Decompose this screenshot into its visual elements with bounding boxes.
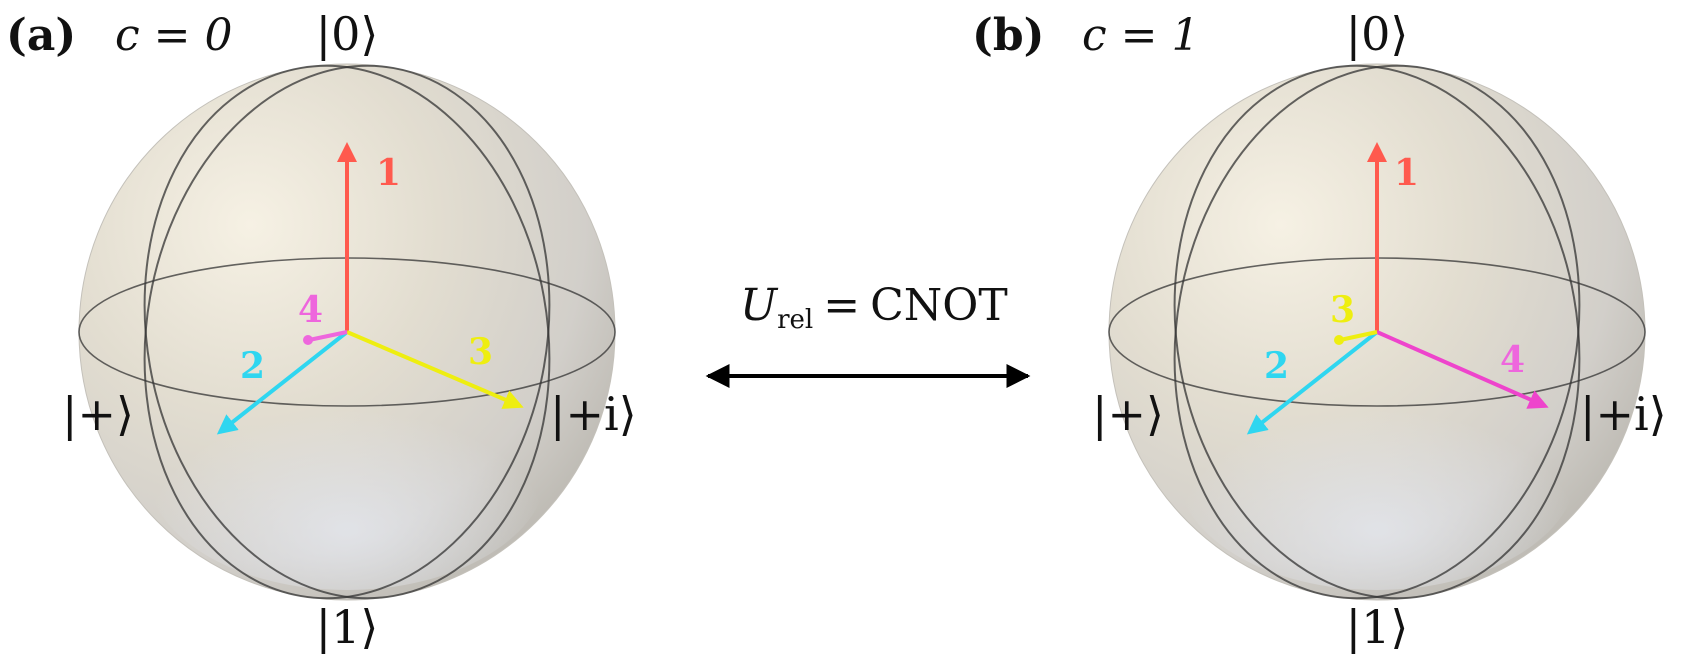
vector-2-b bbox=[1246, 330, 1379, 435]
vector-label-2-b: 2 bbox=[1264, 345, 1289, 387]
panel-a: 1 2 3 4 |0⟩ |1⟩ |+⟩ |+i⟩ (a) c = 0 bbox=[6, 7, 637, 654]
vector-label-4-a: 4 bbox=[298, 289, 323, 331]
vector-label-3-b: 3 bbox=[1330, 289, 1355, 331]
relation-sub: rel bbox=[777, 305, 813, 335]
relation-equals: = bbox=[823, 280, 860, 331]
meridian-a2 bbox=[143, 64, 551, 600]
c-label-a: c = 0 bbox=[115, 10, 232, 61]
relation-u: U bbox=[740, 280, 779, 331]
relation-rhs: CNOT bbox=[870, 280, 1008, 331]
ket-left-a: |+⟩ bbox=[62, 387, 134, 441]
meridian-b2 bbox=[1173, 64, 1581, 600]
vector-3-b-tip bbox=[1334, 335, 1344, 345]
vector-3-a bbox=[346, 330, 524, 409]
vector-label-1-a: 1 bbox=[376, 152, 401, 194]
panel-tag-b: (b) bbox=[972, 10, 1044, 61]
vector-4-b bbox=[1376, 330, 1549, 409]
vector-label-4-b: 4 bbox=[1500, 339, 1525, 381]
ket-top-a: |0⟩ bbox=[316, 7, 379, 61]
ket-left-b: |+⟩ bbox=[1092, 387, 1164, 441]
ket-bottom-a: |1⟩ bbox=[316, 600, 379, 654]
panel-b: 1 2 3 4 |0⟩ |1⟩ |+⟩ |+i⟩ (b) c = 1 bbox=[972, 7, 1667, 654]
ket-bottom-b: |1⟩ bbox=[1346, 600, 1409, 654]
relation: Urel =CNOT bbox=[705, 280, 1031, 388]
vector-label-1-b: 1 bbox=[1394, 152, 1419, 194]
vector-2-a bbox=[216, 330, 349, 435]
ket-right-a: |+i⟩ bbox=[550, 387, 637, 441]
relation-equation: Urel =CNOT bbox=[740, 280, 1008, 335]
ket-right-b: |+i⟩ bbox=[1580, 387, 1667, 441]
meridian-b1 bbox=[1173, 64, 1581, 600]
meridian-a1 bbox=[143, 64, 551, 600]
vector-4-a bbox=[308, 330, 348, 342]
ket-top-b: |0⟩ bbox=[1346, 7, 1409, 61]
c-label-b: c = 1 bbox=[1082, 10, 1199, 61]
vector-label-3-a: 3 bbox=[468, 331, 493, 373]
vector-4-a-tip bbox=[303, 335, 313, 345]
vector-label-2-a: 2 bbox=[240, 345, 265, 387]
vector-3-b bbox=[1339, 330, 1378, 342]
panel-tag-a: (a) bbox=[6, 10, 76, 61]
